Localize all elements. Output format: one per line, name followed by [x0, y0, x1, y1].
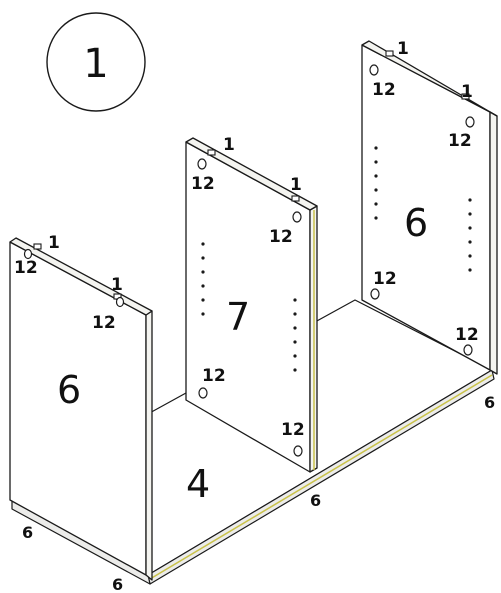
fitting-label: 1 — [48, 233, 60, 253]
fitting-hole — [198, 387, 208, 399]
step-number: 1 — [83, 41, 108, 87]
fitting-hole — [370, 288, 380, 300]
fitting-label: 1 — [290, 175, 302, 195]
shelf-pin-holes-right — [293, 298, 297, 372]
fitting-label: 12 — [269, 227, 293, 247]
fitting-slot — [461, 93, 470, 100]
fitting-label: 1 — [461, 82, 473, 102]
fitting-hole — [293, 445, 303, 457]
edge-label: 6 — [310, 491, 321, 510]
fitting-label: 12 — [14, 258, 38, 278]
edge-label: 6 — [22, 523, 33, 542]
fitting-label: 12 — [455, 325, 479, 345]
fitting-label: 1 — [397, 39, 409, 59]
edge-label: 6 — [112, 575, 123, 593]
fitting-hole — [115, 296, 125, 308]
fitting-label: 12 — [281, 420, 305, 440]
fitting-hole — [465, 116, 475, 128]
divider-panel-number: 7 — [226, 295, 250, 339]
left-side-panel: 6 1 12 1 12 — [9, 233, 153, 581]
step-circle — [46, 12, 146, 112]
fitting-slot — [33, 243, 42, 250]
fitting-hole — [23, 248, 33, 260]
left-side-panel-edge — [145, 310, 153, 581]
fitting-hole — [197, 158, 207, 170]
right-side-panel: 6 1 12 1 12 12 12 — [361, 39, 498, 375]
edge-labels: 6 6 6 6 — [22, 393, 495, 593]
step-badge: 1 — [46, 12, 146, 112]
fitting-label: 12 — [92, 313, 116, 333]
fitting-slot — [291, 195, 300, 202]
fitting-label: 12 — [373, 269, 397, 289]
fitting-label: 1 — [223, 135, 235, 155]
bottom-edge-band — [149, 374, 493, 580]
left-side-panel-number: 6 — [57, 368, 81, 412]
fitting-hole — [292, 211, 302, 223]
shelf-pin-holes-left — [201, 242, 205, 316]
fitting-slot — [385, 50, 394, 57]
fitting-hole — [463, 344, 473, 356]
fitting-slot — [207, 149, 216, 156]
fitting-label: 1 — [111, 275, 123, 295]
fitting-label: 12 — [372, 80, 396, 100]
right-side-panel-number: 6 — [404, 201, 428, 245]
shelf-pin-holes-left — [374, 146, 378, 220]
right-side-panel-edge — [489, 111, 498, 375]
divider-panel: 7 1 12 1 12 12 12 — [185, 135, 318, 473]
bottom-panel-number: 4 — [186, 462, 210, 506]
edge-label: 6 — [484, 393, 495, 412]
fitting-hole — [369, 64, 379, 76]
shelf-pin-holes-right — [468, 198, 472, 272]
fitting-label: 12 — [202, 366, 226, 386]
fitting-label: 12 — [448, 131, 472, 151]
fitting-label: 12 — [191, 174, 215, 194]
divider-panel-top-edge — [185, 137, 318, 211]
